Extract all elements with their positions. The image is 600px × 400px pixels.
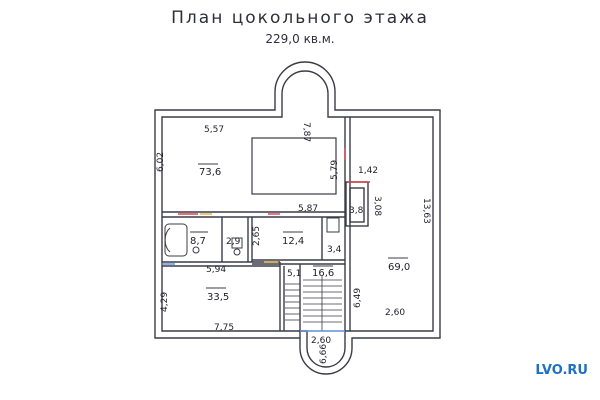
corridor-length: 5,87 [298,204,318,214]
bottom-left-area: 33,5 [207,292,229,303]
living-depth: 6,02 [156,152,166,172]
bottom-left-depth: 4,29 [160,292,170,312]
bay-bottom-width: 2,60 [311,336,331,346]
brand-watermark[interactable]: LVO.RU [535,363,588,378]
right-width: 2,60 [385,308,405,318]
small-right-depth: 3,08 [372,196,382,216]
small-right-width: 1,42 [358,166,378,176]
area-underlines [190,163,408,289]
hall-width: 2,65 [252,226,262,246]
living-inner: 5,79 [330,160,340,180]
bay-top-length: 7,87 [301,122,311,142]
stair-left-width: 5,1 [287,269,301,279]
bath-fixtures [164,217,340,257]
bay-bottom-length: 6,66 [319,344,329,364]
bath-area: 8,7 [190,236,206,247]
plan-total-area: 229,0 кв.м. [265,32,335,46]
small-right-area: 3,8 [349,206,364,216]
closet-area: 3,4 [327,245,342,255]
hall-area: 12,4 [282,236,304,247]
wc-area: 2,9 [226,237,241,247]
bottom-left-length: 7,75 [214,323,234,333]
color-accents [162,148,370,332]
outer-walls [154,61,441,375]
living-width: 5,57 [204,125,224,135]
stairs [285,276,342,331]
plan-title: План цокольного этажа [171,8,429,28]
stair-area: 16,6 [312,268,334,279]
living-area: 73,6 [199,167,221,178]
right-depth: 6,49 [353,288,363,308]
fireplace-block [251,137,337,195]
bottom-left-width: 5,94 [206,265,226,275]
right-height: 13,63 [421,198,431,224]
interior-walls [162,117,369,338]
right-area: 69,0 [388,262,410,273]
